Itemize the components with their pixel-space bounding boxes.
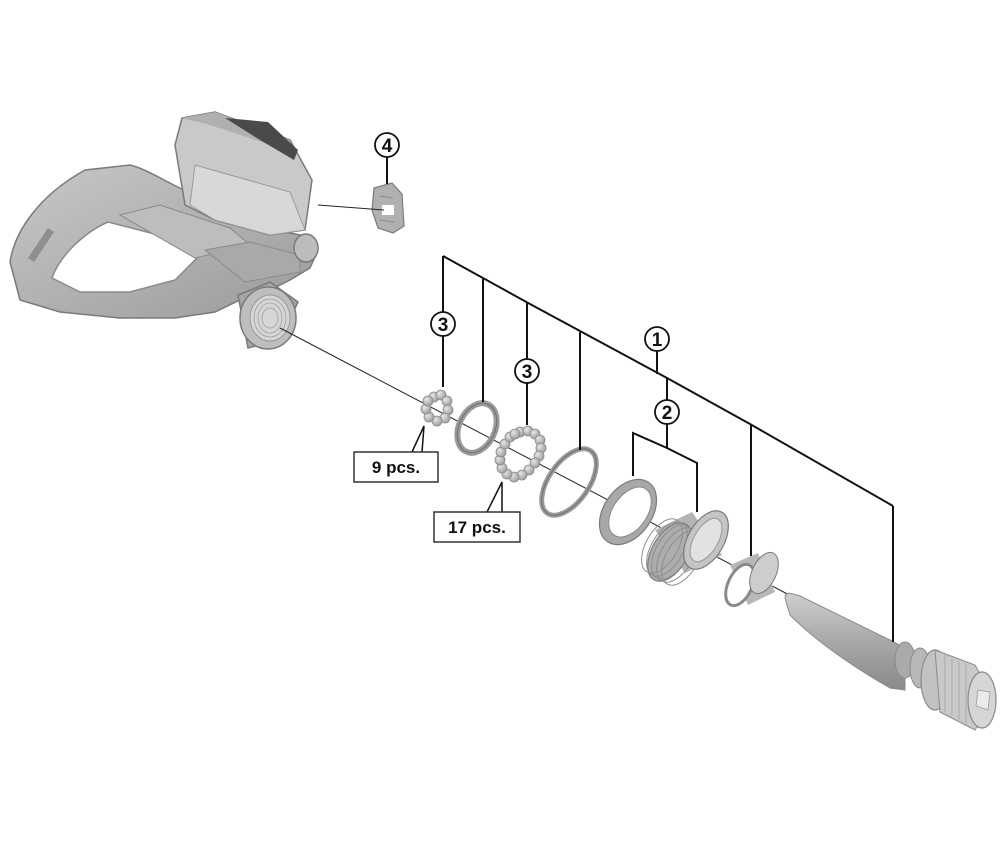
callout-4: 4 xyxy=(374,132,400,158)
quantity-label-9pcs: 9 pcs. xyxy=(353,451,439,483)
callout-2: 2 xyxy=(654,399,680,425)
callout-4-label: 4 xyxy=(382,136,393,157)
large-ball-bearings xyxy=(494,425,547,483)
quantity-label-17pcs: 17 pcs. xyxy=(433,511,521,543)
inner-washer-ring xyxy=(454,400,500,456)
threaded-sleeve xyxy=(641,510,729,586)
pedal-body xyxy=(9,111,319,350)
quantity-17pcs-text: 17 pcs. xyxy=(448,518,506,537)
pointer-9pcs xyxy=(411,425,425,453)
bushing xyxy=(724,551,779,608)
callout-2-label: 2 xyxy=(662,403,673,424)
quantity-9pcs-text: 9 pcs. xyxy=(372,458,420,477)
lock-nut xyxy=(598,478,658,546)
thin-ring xyxy=(539,446,599,518)
pointer-17pcs xyxy=(486,481,503,513)
leader-clip-to-body xyxy=(317,204,385,211)
callout-1: 1 xyxy=(644,326,670,352)
callout-3a: 3 xyxy=(430,311,456,337)
small-ball-bearings xyxy=(420,389,454,427)
callout-1-label: 1 xyxy=(652,330,663,351)
pedal-axle xyxy=(784,592,997,731)
callout-3a-label: 3 xyxy=(438,315,449,336)
callout-3b-label: 3 xyxy=(522,362,533,383)
reflector-clip xyxy=(371,182,405,234)
callout-3b: 3 xyxy=(514,358,540,384)
